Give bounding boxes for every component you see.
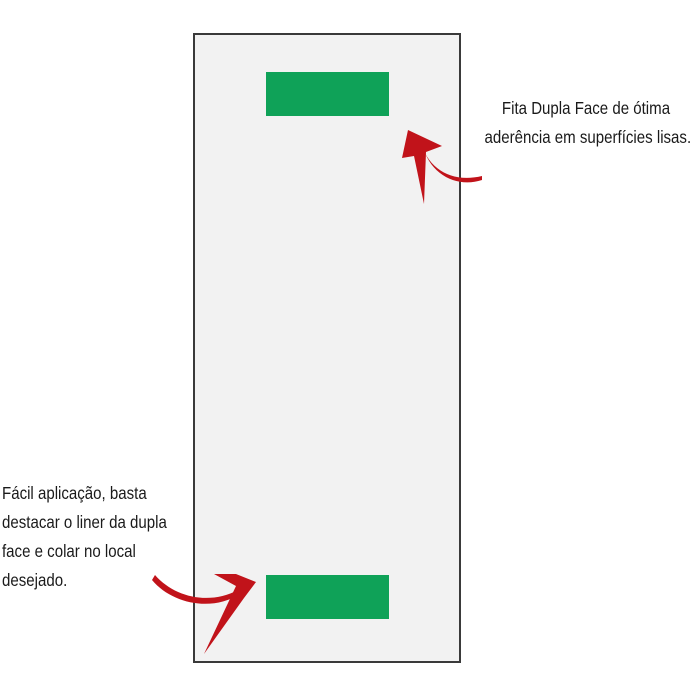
annotation-top-line-1: Fita Dupla Face de ótima bbox=[501, 98, 671, 118]
double-sided-tape-top bbox=[266, 72, 389, 116]
product-panel bbox=[193, 33, 461, 663]
annotation-bottom-line-4: desejado. bbox=[2, 570, 68, 590]
annotation-bottom-line-2: destacar o liner da dupla bbox=[2, 512, 167, 532]
annotation-top: Fita Dupla Face de ótima aderência em su… bbox=[484, 94, 692, 152]
double-sided-tape-bottom bbox=[266, 575, 389, 619]
annotation-bottom-line-3: face e colar no local bbox=[2, 541, 136, 561]
annotation-bottom-line-1: Fácil aplicação, basta bbox=[2, 483, 147, 503]
annotation-bottom: Fácil aplicação, basta destacar o liner … bbox=[2, 479, 167, 595]
annotation-top-line-2: aderência em superfícies lisas. bbox=[484, 127, 692, 147]
